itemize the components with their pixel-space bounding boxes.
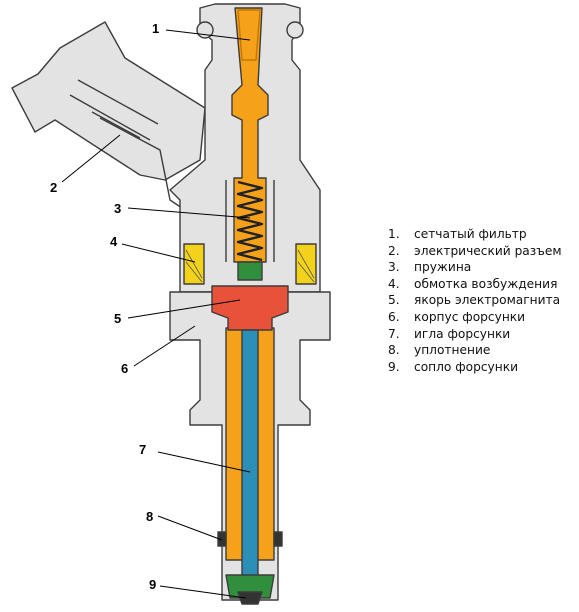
excitation-coil bbox=[183, 243, 317, 285]
strainer-filter bbox=[237, 9, 261, 61]
legend: 1.сетчатый фильтр 2.электрический разъем… bbox=[388, 226, 562, 375]
legend-item: 8.уплотнение bbox=[388, 343, 491, 358]
armature bbox=[211, 285, 289, 331]
needle bbox=[241, 329, 259, 581]
callout-numbers: 1 2 3 4 5 6 7 8 9 bbox=[50, 21, 159, 592]
legend-item: 3.пружина bbox=[388, 260, 472, 275]
spring-seat bbox=[237, 261, 263, 281]
callout-5: 5 bbox=[114, 311, 121, 326]
legend-item: 9.сопло форсунки bbox=[388, 359, 519, 374]
callout-2: 2 bbox=[50, 180, 57, 195]
callout-3: 3 bbox=[114, 201, 121, 216]
legend-item: 6.корпус форсунки bbox=[388, 309, 526, 324]
legend-item: 1.сетчатый фильтр bbox=[388, 227, 527, 241]
callout-7: 7 bbox=[139, 442, 146, 457]
callout-4: 4 bbox=[110, 234, 118, 249]
electrical-connector bbox=[11, 21, 206, 211]
legend-item: 4.обмотка возбуждения bbox=[388, 276, 558, 291]
seal-right bbox=[273, 531, 283, 547]
callout-1: 1 bbox=[152, 21, 159, 36]
leader-lines bbox=[61, 29, 251, 599]
callout-6: 6 bbox=[121, 361, 128, 376]
callout-9: 9 bbox=[149, 577, 156, 592]
legend-item: 7.игла форсунки bbox=[388, 326, 511, 341]
legend-item: 5.якорь электромагнита bbox=[388, 293, 561, 308]
legend-item: 2.электрический разъем bbox=[388, 243, 562, 258]
callout-8: 8 bbox=[146, 509, 153, 524]
spring bbox=[236, 180, 264, 262]
